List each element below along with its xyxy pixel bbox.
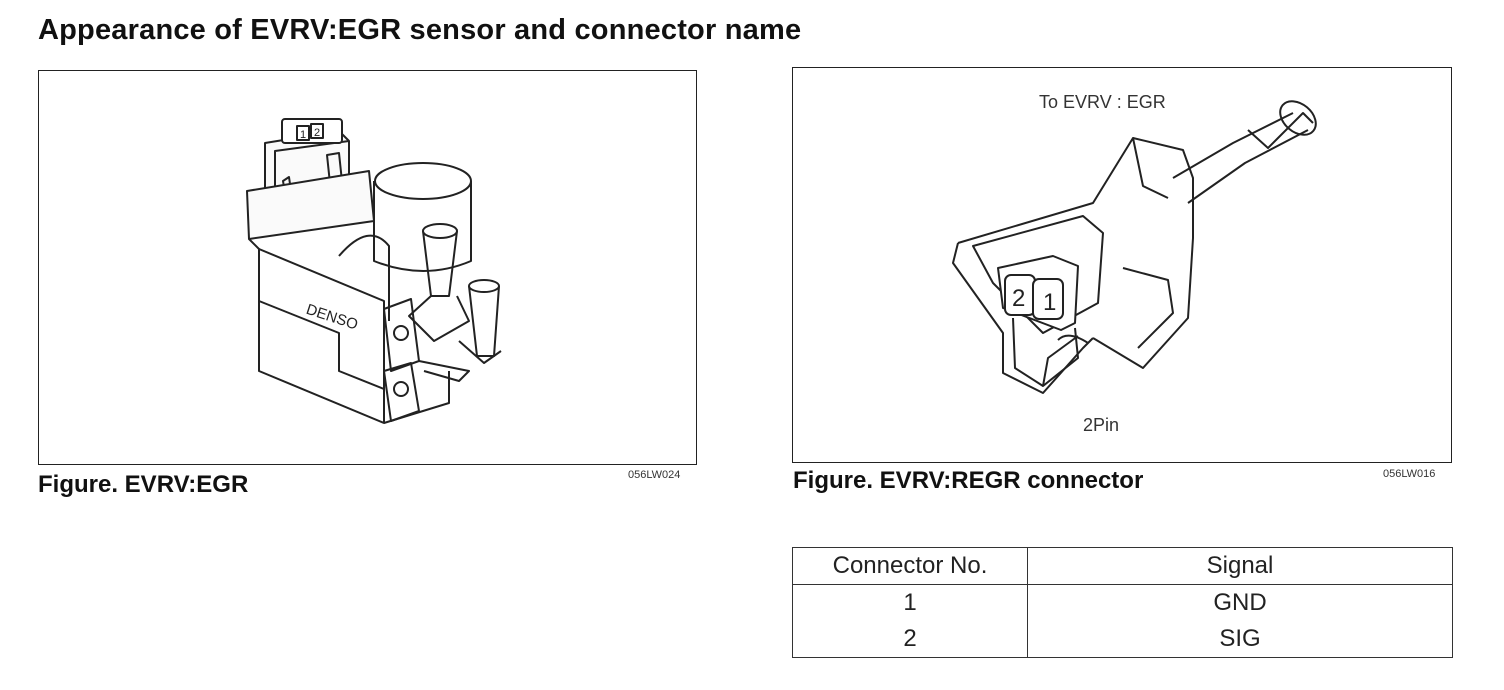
table-header-row: Connector No. Signal — [792, 547, 1453, 585]
to-evrv-egr-label: To EVRV : EGR — [1039, 92, 1166, 112]
evrv-regr-connector-figure-frame: To EVRV : EGR 2 1 2Pin — [792, 67, 1452, 463]
header-connector-no: Connector No. — [792, 547, 1028, 585]
figure-caption-evrv-regr: Figure. EVRV:REGR connector — [793, 467, 1144, 494]
pin-1-label: 1 — [300, 129, 306, 141]
cell-signal: GND — [1027, 584, 1453, 621]
connector-pin-2-label: 2 — [1012, 285, 1025, 312]
connector-illustration: 2 1 — [952, 100, 1317, 394]
figure-caption-evrv-egr: Figure. EVRV:EGR — [38, 471, 249, 498]
cell-signal: SIG — [1027, 621, 1453, 658]
page-title: Appearance of EVRV:EGR sensor and connec… — [38, 14, 802, 46]
cell-connector-no: 1 — [792, 584, 1028, 621]
table-row: 2 SIG — [792, 621, 1453, 658]
pin-count-label: 2Pin — [1083, 415, 1120, 435]
connector-signal-table: Connector No. Signal 1 GND 2 SIG — [792, 547, 1453, 658]
cell-connector-no: 2 — [792, 621, 1028, 658]
evrv-egr-sensor-illustration: DENSO 1 2 — [246, 118, 502, 424]
connector-pin-1-label: 1 — [1043, 289, 1056, 316]
figure-code-evrv-egr: 056LW024 — [628, 469, 681, 481]
evrv-egr-figure-frame: DENSO 1 2 — [38, 70, 697, 465]
figure-code-evrv-regr: 056LW016 — [1383, 468, 1436, 480]
pin-2-label: 2 — [314, 127, 320, 139]
table-row: 1 GND — [792, 584, 1453, 621]
denso-brand-label: DENSO — [304, 301, 360, 334]
header-signal: Signal — [1027, 547, 1453, 585]
